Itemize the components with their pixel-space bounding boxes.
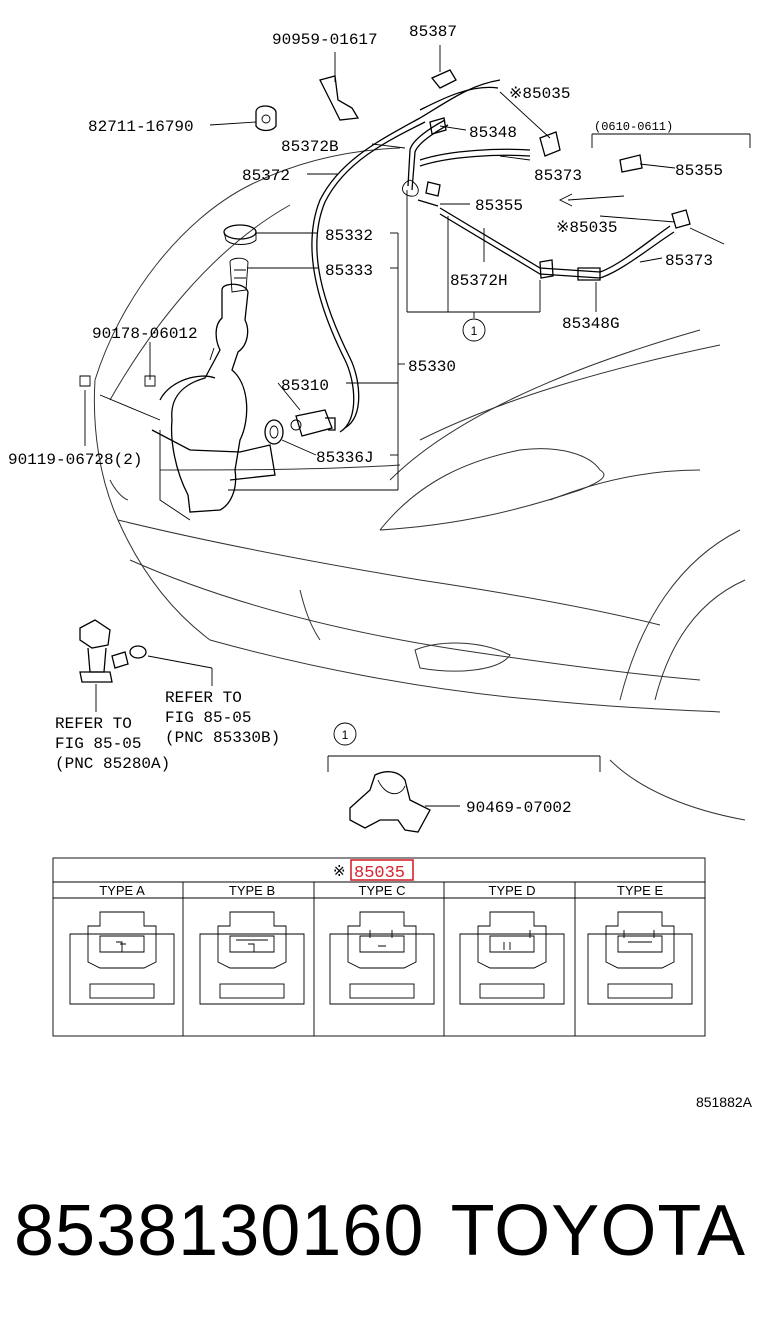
type-b-connector-drawing: [199, 911, 305, 1005]
type-c-header: TYPE C: [359, 883, 406, 898]
label-90959-01617: 90959-01617: [272, 31, 378, 49]
type-a-header: TYPE A: [99, 883, 145, 898]
leader-lines: [84, 45, 751, 807]
type-c-connector-drawing: [329, 911, 435, 1005]
label-85372B: 85372B: [281, 138, 339, 156]
brand-name: TOYOTA: [450, 1191, 746, 1271]
type-e-connector-drawing: [587, 911, 693, 1005]
label-85330: 85330: [408, 358, 456, 376]
refer-note-85280a-line2: FIG 85-05: [55, 735, 141, 753]
label-90119-06728: 90119-06728(2): [8, 451, 142, 469]
label-85355-a: 85355: [675, 162, 723, 180]
type-e-header: TYPE E: [617, 883, 664, 898]
refer-note-85330b-line1: REFER TO: [165, 689, 242, 707]
part-number: 8538130160: [14, 1191, 425, 1271]
figure-code: 851882A: [695, 1094, 752, 1110]
refer-note-85330b-line3: (PNC 85330B): [165, 729, 280, 747]
label-85372H: 85372H: [450, 272, 508, 290]
refer-note-85280a-line3: (PNC 85280A): [55, 755, 170, 773]
part-labels: 90959-01617 85387 82711-16790 ※85035 853…: [8, 23, 723, 817]
label-85333: 85333: [325, 262, 373, 280]
label-date-range: (0610-0611): [594, 120, 673, 134]
label-85387: 85387: [409, 23, 457, 41]
table-title-85035: 85035: [354, 864, 405, 883]
callout-circles: 1 1: [333, 318, 486, 746]
label-85035-mid: ※85035: [556, 219, 617, 237]
type-b-header: TYPE B: [229, 883, 275, 898]
label-85355-b: 85355: [475, 197, 523, 215]
label-85348: 85348: [469, 124, 517, 142]
refer-note-85330b-line2: FIG 85-05: [165, 709, 251, 727]
type-d-header: TYPE D: [489, 883, 536, 898]
hose-connectors: [79, 69, 691, 387]
label-85348G: 85348G: [562, 315, 620, 333]
label-85310: 85310: [281, 377, 329, 395]
type-a-connector-drawing: [69, 911, 175, 1005]
label-85372: 85372: [242, 167, 290, 185]
car-body-outline: [93, 147, 746, 821]
parts-diagram: 1 1 90959-01617 85387 82711-16790 ※85035…: [8, 23, 751, 1037]
clip-part: [349, 771, 431, 833]
table-title-highlight: [350, 859, 414, 881]
table-note-mark: ※: [333, 864, 346, 881]
connector-type-table: ※ 85035 TYPE A TYPE B TYPE C TYPE D TYPE…: [52, 857, 706, 1037]
label-85336J: 85336J: [316, 449, 374, 467]
circle-callout-1-lower: 1: [342, 728, 349, 742]
circle-callout-1: 1: [471, 324, 478, 338]
washer-tank: [151, 224, 276, 521]
headlamp-washer-nozzle: [79, 619, 147, 683]
washer-pump: [264, 409, 336, 445]
type-d-connector-drawing: [459, 911, 565, 1005]
label-85373-b: 85373: [665, 252, 713, 270]
label-85332: 85332: [325, 227, 373, 245]
label-82711-16790: 82711-16790: [88, 118, 194, 136]
label-85373-a: 85373: [534, 167, 582, 185]
refer-note-85280a-line1: REFER TO: [55, 715, 132, 733]
label-90178-06012: 90178-06012: [92, 325, 198, 343]
label-85035-top: ※85035: [509, 85, 570, 103]
label-90469-07002: 90469-07002: [466, 799, 572, 817]
washer-hoses: [311, 79, 675, 433]
